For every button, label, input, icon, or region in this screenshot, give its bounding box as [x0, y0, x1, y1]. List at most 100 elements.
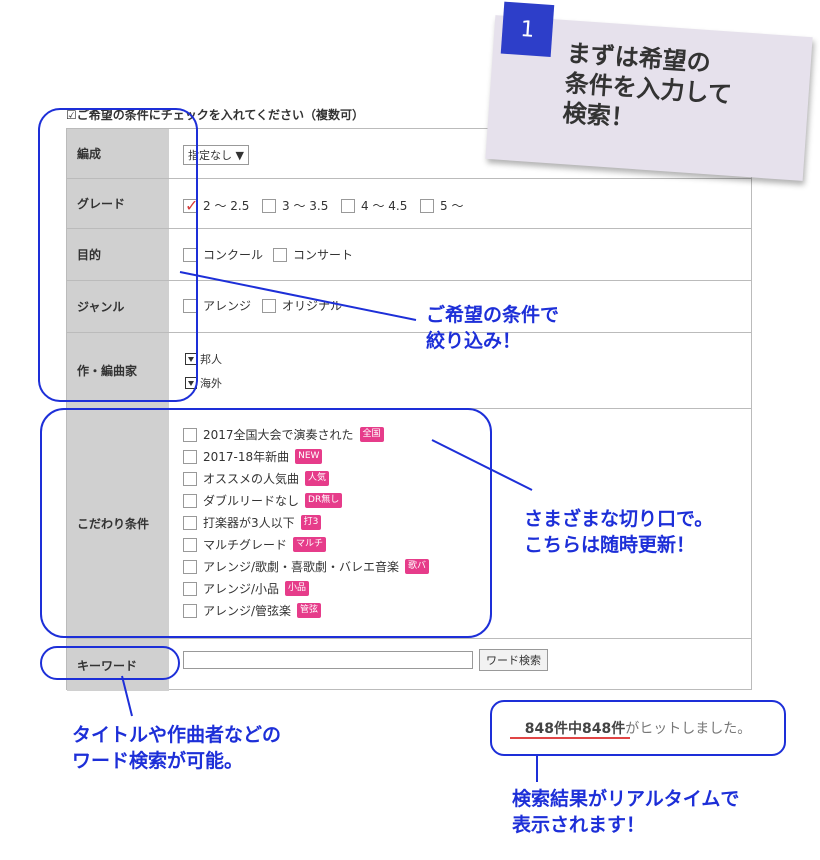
badge-no-dr: DR無し: [305, 493, 343, 508]
annotation-special: さまざまな切り口で。 こちらは随時更新！: [524, 506, 713, 558]
grade-option-label: 3 ～ 3.5: [282, 199, 329, 213]
form-intro-text: ☑ご希望の条件にチェックを入れてください（複数可）: [66, 108, 365, 122]
grade-option-label: 2 ～ 2.5: [203, 199, 250, 213]
special-checkbox[interactable]: [183, 581, 197, 596]
composer-option-label: 邦人: [200, 353, 222, 366]
grade-checkbox-4[interactable]: [420, 198, 434, 213]
grade-checkbox-3[interactable]: [341, 198, 355, 213]
grade-option-1[interactable]: ✓ 2 ～ 2.5: [183, 195, 250, 215]
special-checkbox[interactable]: [183, 603, 197, 618]
grade-option-3[interactable]: 4 ～ 4.5: [341, 197, 407, 214]
pointer-line-special: [431, 439, 533, 491]
composer-toggle-domestic[interactable]: 邦人: [185, 351, 222, 367]
result-count-box: 848件中848件がヒットしました。: [490, 700, 786, 756]
badge-opera: 歌バ: [405, 559, 430, 574]
special-option-2[interactable]: 2017-18年新曲 NEW: [183, 448, 323, 465]
value-purpose: コンクール コンサート: [169, 229, 751, 281]
label-grade: グレード: [67, 179, 169, 229]
special-option-label: アレンジ/管弦楽: [203, 604, 292, 618]
annotation-line: タイトルや作曲者などの: [72, 724, 282, 746]
annotation-result: 検索結果がリアルタイムで 表示されます！: [512, 786, 739, 838]
special-option-9[interactable]: アレンジ/管弦楽管弦: [183, 602, 322, 619]
purpose-option-2[interactable]: コンサート: [273, 246, 353, 263]
pointer-line-filters: [179, 271, 417, 321]
special-option-label: アレンジ/小品: [203, 582, 280, 596]
special-option-4[interactable]: ダブルリードなし DR無し: [183, 492, 343, 509]
grade-option-2[interactable]: 3 ～ 3.5: [262, 197, 328, 214]
label-genre: ジャンル: [67, 281, 169, 333]
annotation-line: 検索結果がリアルタイムで: [512, 788, 740, 810]
purpose-option-label: コンクール: [203, 248, 264, 262]
value-keyword: ワード検索: [169, 639, 751, 691]
special-option-label: 打楽器が3人以下: [203, 516, 295, 530]
grade-option-label: 4 ～ 4.5: [361, 199, 408, 213]
special-checkbox[interactable]: [183, 515, 197, 530]
annotation-filters: ご希望の条件で 絞り込み！: [426, 302, 559, 354]
label-special: こだわり条件: [67, 409, 169, 639]
grade-checkbox-2[interactable]: [262, 198, 276, 213]
special-option-label: マルチグレード: [203, 538, 288, 552]
highlight-ring-special: [40, 408, 492, 638]
special-option-6[interactable]: マルチグレードマルチ: [183, 536, 327, 553]
result-suffix: がヒットしました。: [625, 721, 752, 737]
annotation-keyword: タイトルや作曲者などの ワード検索が可能。: [72, 722, 281, 774]
special-checkbox[interactable]: [183, 537, 197, 552]
annotation-line: 絞り込み！: [426, 330, 522, 352]
annotation-line: こちらは随時更新！: [524, 534, 696, 556]
badge-popular: 人気: [305, 471, 330, 486]
special-option-7[interactable]: アレンジ/歌劇・喜歌劇・バレエ音楽歌バ: [183, 558, 430, 575]
value-grade: ✓ 2 ～ 2.5 3 ～ 3.5 4 ～ 4.5 5 ～: [169, 179, 751, 229]
badge-small: 小品: [285, 581, 310, 596]
annotation-line: 表示されます！: [512, 814, 646, 836]
special-checkbox[interactable]: [183, 493, 197, 508]
keyword-input[interactable]: [183, 651, 473, 669]
genre-checkbox-2[interactable]: [262, 298, 276, 313]
special-checkbox[interactable]: [183, 559, 197, 574]
annotation-line: ワード検索が可能。: [72, 750, 244, 772]
badge-perc3: 打3: [300, 515, 322, 530]
annotation-line: さまざまな切り口で。: [524, 508, 714, 530]
highlight-ring-filters: [38, 108, 198, 402]
special-option-label: オススメの人気曲: [203, 472, 300, 486]
special-checkbox[interactable]: [183, 471, 197, 486]
special-option-5[interactable]: 打楽器が3人以下打3: [183, 514, 322, 531]
grade-checkbox-1[interactable]: ✓: [183, 195, 199, 215]
highlight-ring-keyword: [40, 646, 180, 680]
special-checkbox[interactable]: [183, 449, 197, 464]
special-option-label: アレンジ/歌劇・喜歌劇・バレエ音楽: [203, 560, 400, 574]
special-option-label: ダブルリードなし: [203, 494, 300, 508]
grade-option-4[interactable]: 5 ～: [420, 197, 463, 214]
value-special: 2017全国大会で演奏された全国 2017-18年新曲 NEW オススメの人気曲人…: [169, 409, 751, 639]
label-formation: 編成: [67, 129, 169, 179]
badge-multi: マルチ: [293, 537, 327, 552]
special-option-1[interactable]: 2017全国大会で演奏された全国: [183, 426, 384, 443]
special-checkbox[interactable]: [183, 427, 197, 442]
badge-zenkoku: 全国: [359, 427, 384, 442]
pointer-line-keyword: [121, 675, 133, 717]
badge-new: NEW: [295, 449, 323, 464]
special-option-label: 2017全国大会で演奏された: [203, 428, 354, 442]
special-option-3[interactable]: オススメの人気曲人気: [183, 470, 330, 487]
chevron-down-icon: ▼: [235, 149, 244, 162]
formation-select-value: 指定なし: [188, 149, 232, 162]
composer-option-label: 海外: [200, 377, 222, 390]
value-formation: 指定なし ▼: [169, 129, 751, 179]
result-count: 848件中848件: [524, 721, 626, 737]
purpose-option-1[interactable]: コンクール: [183, 246, 263, 263]
purpose-checkbox-2[interactable]: [273, 247, 287, 262]
label-purpose: 目的: [67, 229, 169, 281]
value-genre: アレンジ オリジナル: [169, 281, 751, 333]
purpose-option-label: コンサート: [293, 248, 354, 262]
annotation-line: ご希望の条件で: [426, 304, 560, 326]
formation-select[interactable]: 指定なし ▼: [183, 145, 249, 165]
genre-option-2[interactable]: オリジナル: [262, 297, 342, 314]
special-option-8[interactable]: アレンジ/小品小品: [183, 580, 310, 597]
label-composer: 作・編曲家: [67, 333, 169, 409]
special-option-label: 2017-18年新曲: [203, 450, 290, 464]
word-search-button[interactable]: ワード検索: [479, 649, 548, 671]
genre-option-label: アレンジ: [203, 299, 252, 313]
grade-option-label: 5 ～: [440, 199, 464, 213]
badge-orchestral: 管弦: [297, 603, 322, 618]
checkmark-icon: ✓: [185, 195, 199, 215]
